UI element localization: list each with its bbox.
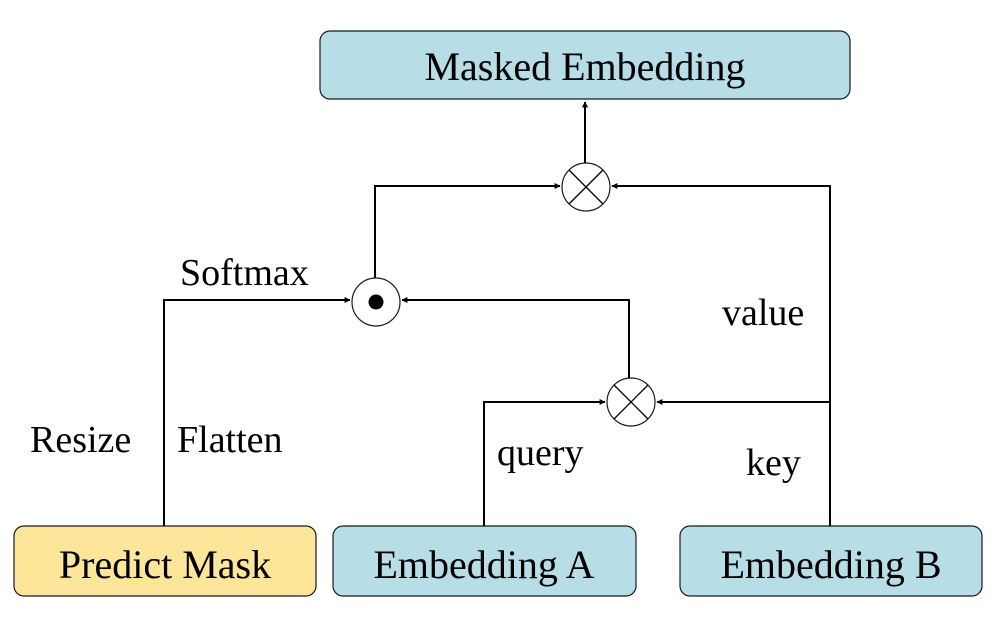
key-label: key — [746, 442, 801, 484]
embedding-a-label: Embedding A — [373, 542, 594, 587]
multiply-top-operator — [561, 162, 611, 212]
resize-label: Resize — [30, 419, 131, 461]
multiply-bottom-cross-b — [613, 384, 649, 420]
value-arrow — [611, 183, 831, 526]
value-label: value — [722, 292, 804, 334]
embedding-b-node: Embedding B — [679, 525, 983, 597]
query-label: query — [497, 432, 584, 474]
softmax-label: Softmax — [180, 252, 309, 294]
masked-embedding-box — [319, 30, 851, 100]
masked-embedding-label: Masked Embedding — [424, 44, 745, 89]
mask-to-hadamard-arrow — [163, 297, 351, 526]
multiply-top-cross-b — [568, 169, 604, 205]
embedding-a-node: Embedding A — [332, 525, 637, 597]
hadamard-to-multiply-arrow — [374, 183, 561, 278]
query-arrow — [483, 399, 606, 526]
hadamard-operator — [351, 277, 401, 327]
multiply-bottom-operator — [606, 377, 656, 427]
predict-mask-label: Predict Mask — [59, 542, 271, 587]
attention-to-hadamard-arrow — [401, 297, 630, 378]
embedding-b-label: Embedding B — [720, 542, 941, 587]
hadamard-dot — [368, 294, 384, 310]
flatten-label: Flatten — [177, 419, 283, 461]
masked-embedding-node: Masked Embedding — [319, 30, 851, 100]
predict-mask-node: Predict Mask — [13, 525, 317, 597]
